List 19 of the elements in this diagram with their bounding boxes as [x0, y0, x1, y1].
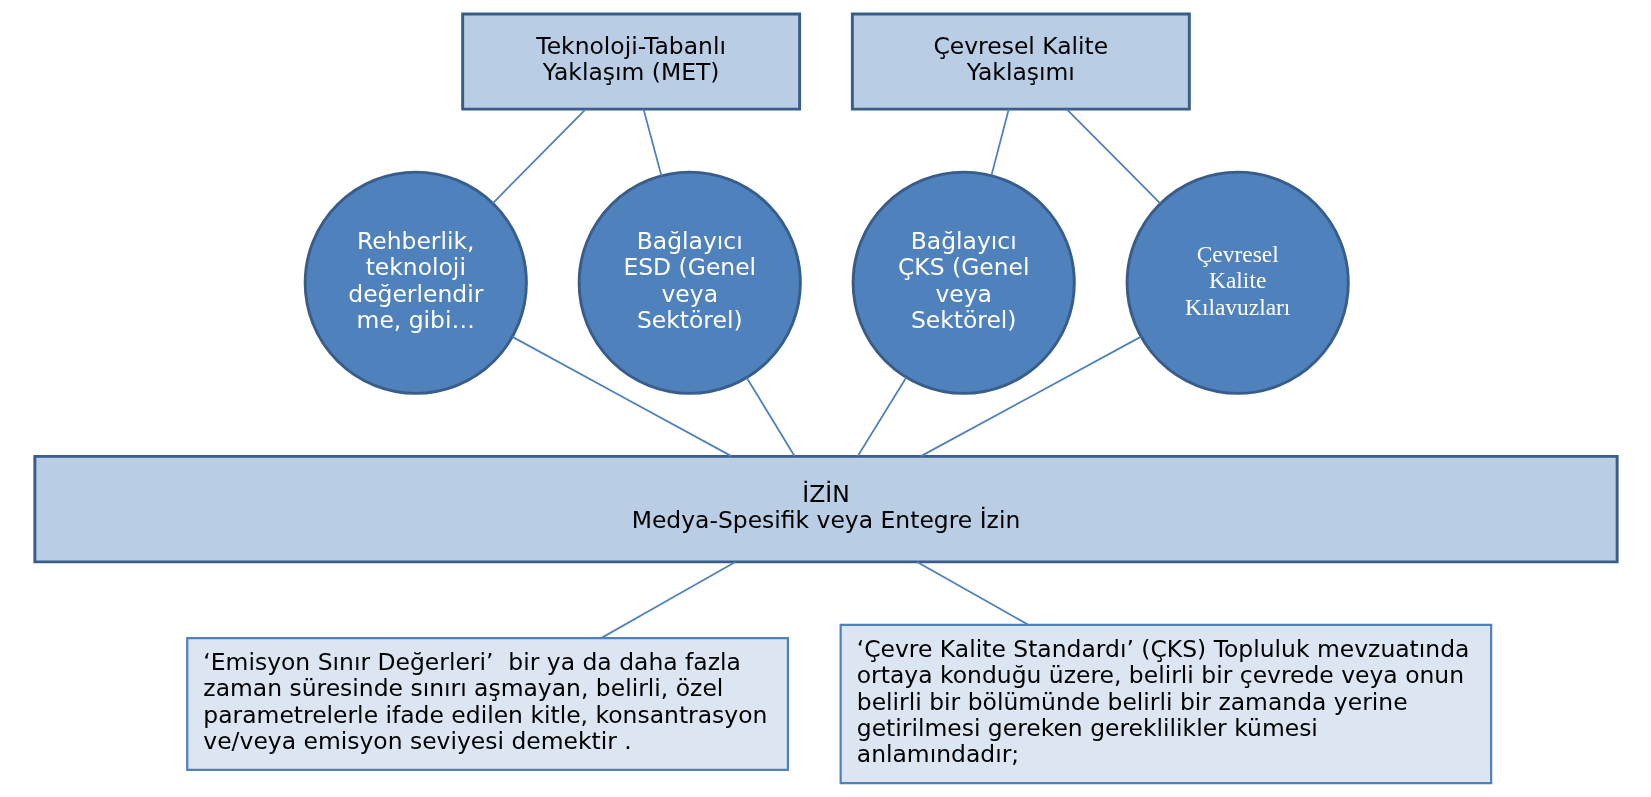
node-circle: Çevresel Kalite Kılavuzları: [1125, 170, 1350, 395]
connector: [990, 108, 1010, 177]
connector: [491, 108, 586, 205]
node-box: Çevresel Kalite Yaklaşımı: [850, 12, 1191, 111]
connector: [511, 336, 732, 457]
connector: [1065, 108, 1161, 205]
node-box: ‘Çevre Kalite Standardı’ (ÇKS) Topluluk mevzuatında ortaya konduğu üzere, belirli bir çevrede veya onun belirli bir bölümünde belirli bir zamanda yerine getirilmesi gereken gereklilikler kümesi anlamındadır;: [839, 623, 1492, 785]
node-box: ‘Emisyon Sınır Değerleri’ bir ya da daha fazla zaman süresinde sınırı aşmayan, belirli, özel parametrelerle ifade edilen kitle, konsantrasyon ve/veya emisyon seviyesi demektir .: [185, 636, 789, 771]
node-circle: Bağlayıcı ESD (Genel veya Sektörel): [577, 170, 802, 395]
connector: [856, 376, 907, 457]
node-box: Teknoloji-Tabanlı Yaklaşım (MET): [460, 12, 801, 111]
connector: [642, 108, 662, 177]
node-box: İZİN Medya-Spesifik veya Entegre İzin: [32, 454, 1619, 564]
connector: [915, 561, 1029, 626]
node-circle: Bağlayıcı ÇKS (Genel veya Sektörel): [851, 170, 1076, 395]
node-circle: Rehberlik, teknoloji değerlendir me, gibi…: [303, 170, 528, 395]
connector: [745, 376, 795, 457]
connector: [919, 336, 1142, 457]
connector: [600, 561, 736, 639]
